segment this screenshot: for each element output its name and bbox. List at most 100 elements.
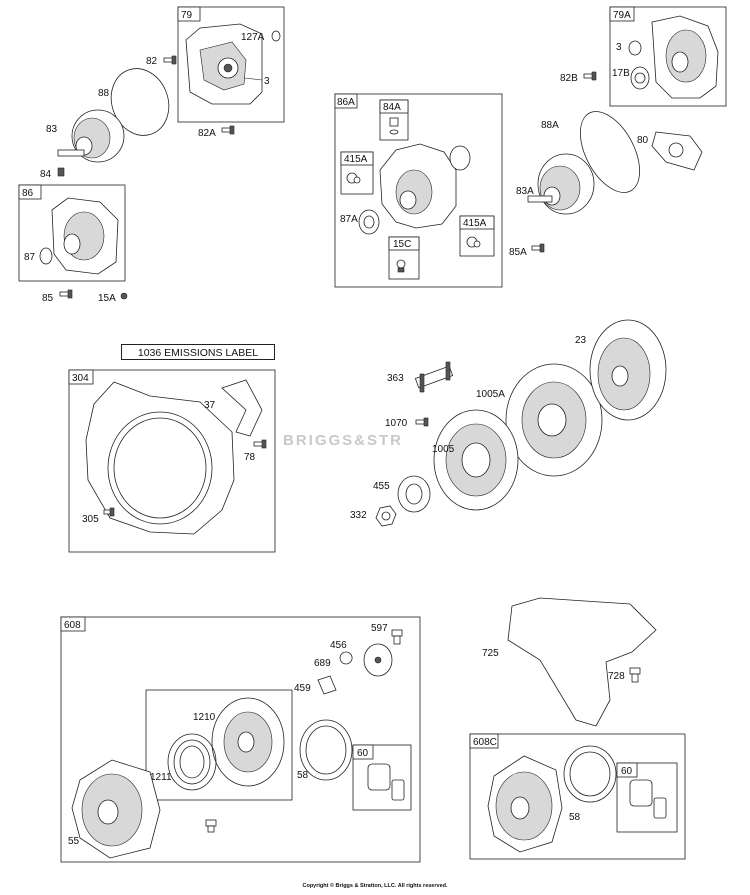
spring-1211-part (167, 733, 217, 791)
box-415a-2-tag: 415A (463, 218, 487, 229)
callout-55: 55 (68, 836, 80, 847)
callout-127a: 127A (241, 32, 265, 43)
callout-58-a: 58 (297, 770, 309, 781)
housing-86-part (51, 197, 119, 275)
gasket-88-part (110, 68, 170, 136)
callout-728: 728 (608, 671, 625, 682)
drum-83-part (57, 109, 125, 163)
box-79a-frame (609, 6, 727, 107)
callout-3-b: 3 (616, 42, 622, 53)
bolt-85-part (59, 289, 73, 299)
housing-86a-part (379, 143, 457, 229)
callout-1210: 1210 (193, 712, 216, 723)
box-415a-1-tag: 415A (344, 154, 368, 165)
callout-17b: 17B (612, 68, 630, 79)
box-86a-tag: 86A (337, 97, 355, 108)
callout-455: 455 (373, 481, 390, 492)
deflector-37-part (221, 379, 263, 437)
box-pulley-frame (145, 689, 293, 801)
shroud-725-part (507, 597, 657, 727)
flywheel-23-part (589, 319, 667, 421)
callout-3-a: 3 (264, 76, 270, 87)
box-60-1-frame (352, 744, 412, 811)
callout-78: 78 (244, 452, 256, 463)
box-86-tag: 86 (22, 188, 34, 199)
crankcase-cover-part (185, 23, 263, 105)
callout-1005a: 1005A (476, 389, 505, 400)
retainer-456-part (363, 643, 393, 677)
plug-84-part (57, 167, 65, 177)
gasket-88a-part (580, 111, 640, 193)
seal-87-part (39, 247, 53, 265)
callout-83a: 83A (516, 186, 534, 197)
rope-58b-part (563, 745, 617, 803)
pulley-1210-part (211, 697, 285, 787)
callout-88: 88 (98, 88, 110, 99)
cup-455-part (397, 475, 431, 513)
drum-83a-part (527, 153, 595, 215)
fitting-415a-1-part (346, 172, 361, 184)
screw-608-part (205, 819, 217, 833)
box-86a-frame (334, 93, 503, 288)
rope-58a-part (299, 719, 353, 781)
screw-305-part (103, 507, 115, 517)
seal-3b-part (628, 40, 642, 56)
bearing-17b-part (630, 66, 650, 90)
bolt-82b-part (583, 71, 597, 81)
box-608c-tag: 608C (473, 737, 497, 748)
callout-725: 725 (482, 648, 499, 659)
fan-1005a-part (505, 363, 603, 477)
fitting-415a-2-part (466, 236, 481, 248)
callout-85: 85 (42, 293, 54, 304)
box-60-2-frame (616, 762, 678, 833)
callout-1070: 1070 (385, 418, 408, 429)
copyright-text: Copyright © Briggs & Stratton, LLC. All … (302, 883, 448, 889)
callout-87a: 87A (340, 214, 358, 225)
callout-456: 456 (330, 640, 347, 651)
callout-37: 37 (204, 400, 216, 411)
callout-23: 23 (575, 335, 587, 346)
callout-58-b: 58 (569, 812, 581, 823)
box-304-tag: 304 (72, 373, 89, 384)
seal-87a-part (358, 209, 380, 235)
bearing-86a-part (449, 145, 471, 171)
starter-housing-55-part (71, 759, 161, 859)
callout-305: 305 (82, 514, 99, 525)
callout-84: 84 (40, 169, 52, 180)
callout-459: 459 (294, 683, 311, 694)
callout-82b: 82B (560, 73, 578, 84)
box-304-frame (68, 369, 276, 553)
box-608c-frame (469, 733, 686, 860)
callout-597: 597 (371, 623, 388, 634)
screw-597-part (391, 629, 403, 645)
box-84a-tag: 84A (383, 102, 401, 113)
gasket-80-part (651, 131, 703, 171)
pawl-459-part (317, 675, 337, 695)
callout-1005: 1005 (432, 444, 455, 455)
callout-689: 689 (314, 658, 331, 669)
box-86-frame (18, 184, 126, 282)
screw-728-part (629, 667, 641, 683)
callout-1211: 1211 (150, 772, 172, 783)
plug-84a-part (389, 117, 399, 135)
handle-60-1-part (367, 763, 405, 801)
callout-82a: 82A (198, 128, 216, 139)
callout-80: 80 (637, 135, 649, 146)
callout-332: 332 (350, 510, 367, 521)
crankcase-cover-79a-part (651, 15, 719, 99)
nut-15c-part (396, 259, 406, 273)
box-79a-tag: 79A (613, 10, 631, 21)
callout-85a: 85A (509, 247, 527, 258)
starter-housing-608c-part (487, 755, 563, 853)
box-608-tag: 608 (64, 620, 81, 631)
bracket-363-part (414, 361, 454, 393)
callout-83: 83 (46, 124, 58, 135)
fan-1005-part (433, 409, 519, 511)
callout-82: 82 (146, 56, 158, 67)
bolt-85a-part (531, 243, 545, 253)
callout-88a: 88A (541, 120, 559, 131)
emissions-label-box: 1036 EMISSIONS LABEL (121, 344, 275, 360)
nut-15a-part (120, 292, 128, 300)
blower-housing-304-part (85, 381, 235, 535)
